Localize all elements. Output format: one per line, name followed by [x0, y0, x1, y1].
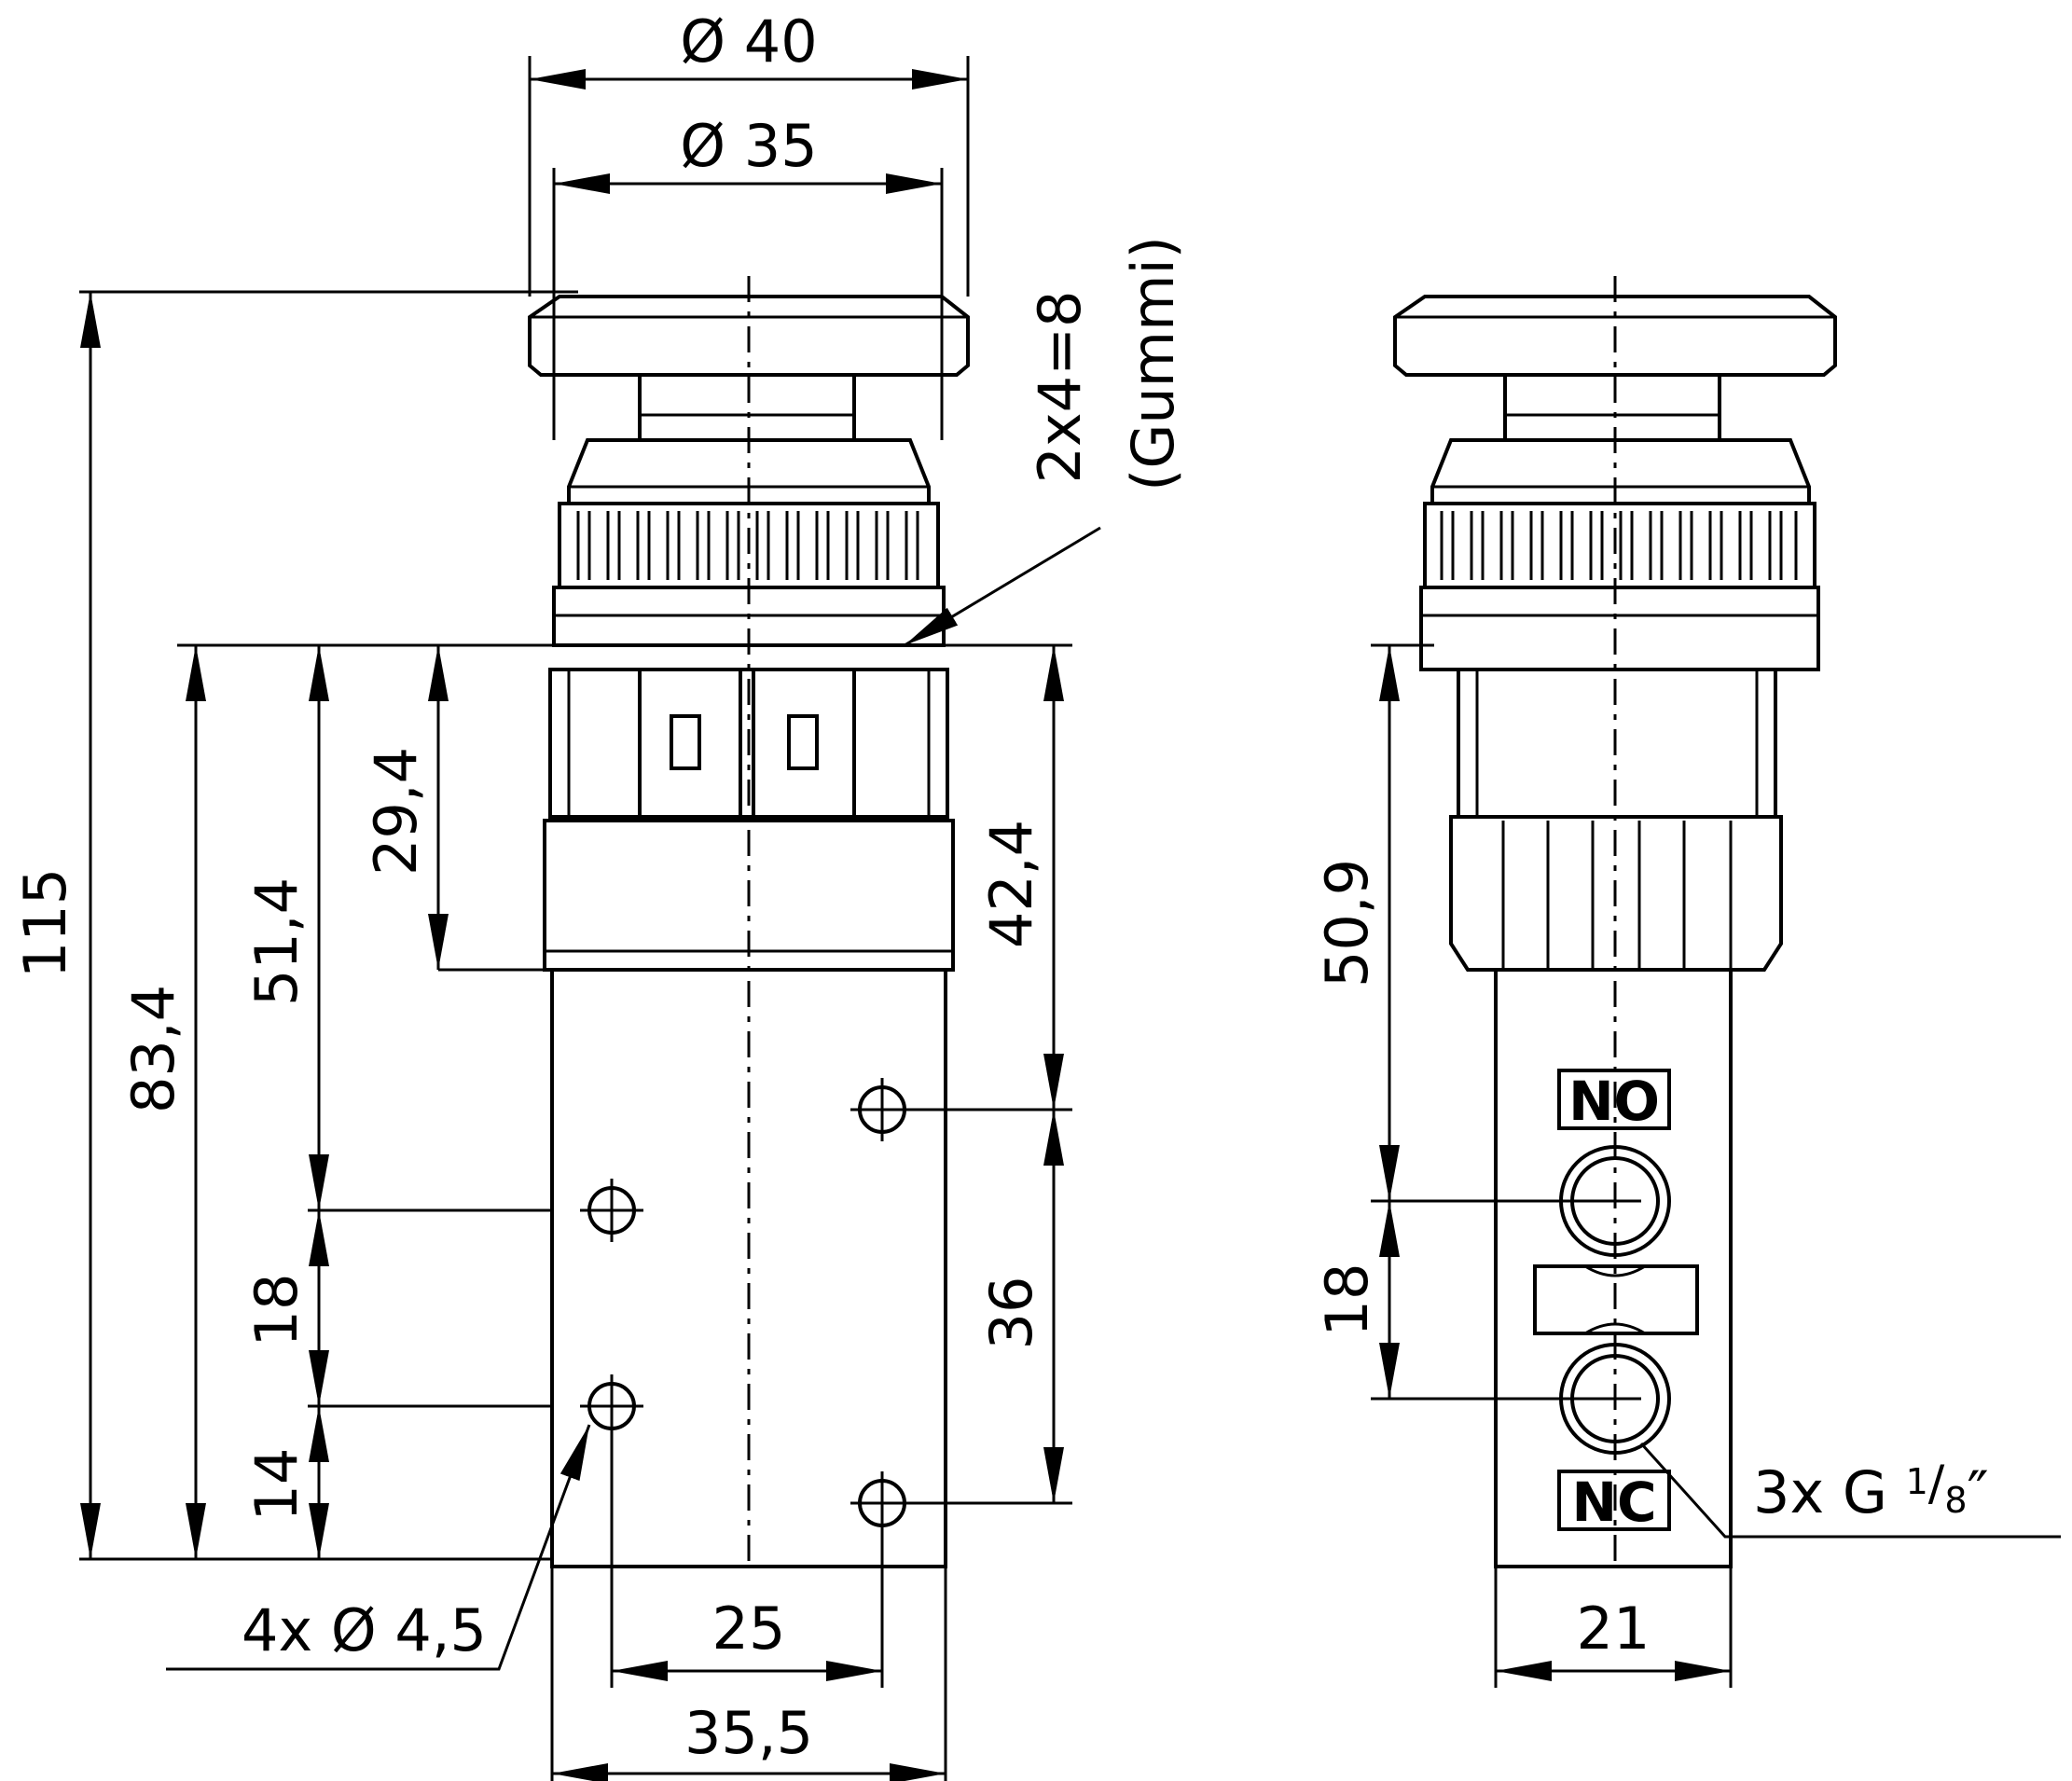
thread-note-numerator: 1: [1906, 1461, 1928, 1502]
dim-width-25: 25: [712, 1595, 786, 1663]
port-label-no: NO: [1568, 1070, 1660, 1133]
hex-nut-side: [1449, 815, 1783, 972]
port-label-nc: NC: [1571, 1470, 1656, 1534]
dim-height-51-4: 51,4: [242, 877, 311, 1006]
cap-side: [1430, 438, 1811, 505]
gasket-note-size: 2x4=8: [1026, 291, 1094, 484]
valve-body-side: [1494, 968, 1733, 1568]
mounting-hole: [580, 1179, 643, 1242]
mushroom-button: [528, 295, 970, 377]
knurl-ridges-side: [1440, 511, 1798, 580]
mounting-hole: [850, 1471, 914, 1535]
dim-hole-offset-14: 14: [242, 1448, 311, 1522]
side-view: NO NC: [1393, 276, 1837, 1568]
dim-height-42-4: 42,4: [977, 820, 1045, 948]
front-view: [528, 276, 970, 1568]
neck-side: [1457, 668, 1777, 819]
dim-port-spacing-18: 18: [1313, 1263, 1381, 1337]
latch-right: [752, 668, 856, 819]
dim-total-height: 115: [11, 868, 79, 978]
dim-diameter-40: Ø 40: [680, 7, 817, 76]
knurl-ridges: [576, 511, 919, 580]
gasket-note-material: (Gummi): [1119, 236, 1187, 491]
latch-window-right: [787, 714, 819, 770]
mounting-hole: [850, 1078, 914, 1141]
side-dimension-lines: [1371, 643, 2061, 1688]
latch-left: [638, 668, 742, 819]
button-stem: [638, 373, 856, 442]
thread-note-suffix: ″: [1968, 1458, 1989, 1526]
dim-width-21: 21: [1577, 1595, 1651, 1663]
port-label-nc-box: [1557, 1470, 1671, 1531]
dim-height-50-9: 50,9: [1313, 859, 1381, 987]
button-stem-side: [1503, 373, 1721, 442]
dim-height-83-4: 83,4: [119, 985, 187, 1113]
latch-window-left: [670, 714, 701, 770]
front-dimension-lines: [79, 56, 1101, 1781]
dim-diameter-35: Ø 35: [680, 112, 817, 180]
port-label-no-box: [1557, 1069, 1671, 1130]
dim-hole-spacing-18: 18: [242, 1274, 311, 1347]
holes-note: 4x Ø 4,5: [242, 1596, 487, 1664]
thread-note-prefix: 3x G: [1753, 1458, 1906, 1526]
thread-note-slash: /: [1928, 1456, 1945, 1512]
dim-height-29-4: 29,4: [362, 747, 430, 876]
dim-width-35-5: 35,5: [684, 1699, 813, 1767]
thread-note: 3x G 1/8″: [1753, 1456, 1989, 1526]
mushroom-button-side: [1393, 295, 1837, 377]
thread-note-denominator: 8: [1944, 1480, 1967, 1521]
dim-hole-spacing-36: 36: [977, 1277, 1045, 1350]
collar-side: [1419, 586, 1820, 671]
